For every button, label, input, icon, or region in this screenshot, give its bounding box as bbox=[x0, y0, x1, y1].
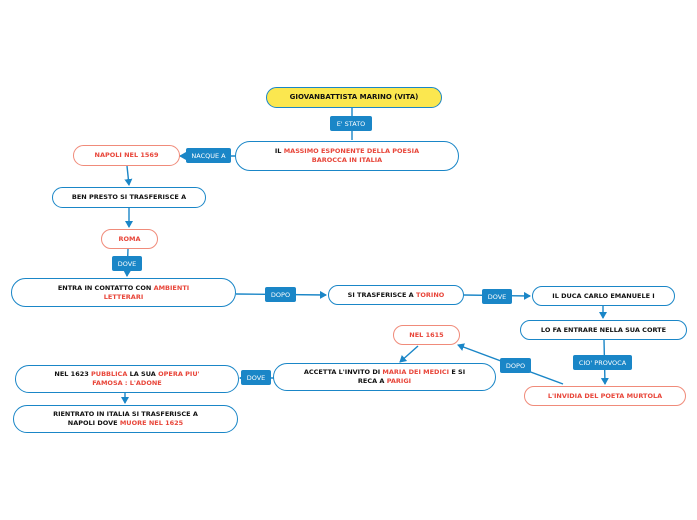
node-duca-label: IL DUCA CARLO EMANUELE I bbox=[552, 291, 655, 300]
node-trasferisce-a[interactable]: BEN PRESTO SI TRASFERISCE A bbox=[52, 187, 206, 208]
root-node-label: GIOVANBATTISTA MARINO (VITA) bbox=[289, 93, 419, 101]
connector-dove-parigi: DOVE bbox=[241, 370, 271, 385]
node-napoli-label: NAPOLI NEL 1569 bbox=[94, 151, 159, 159]
node-adone-label: NEL 1623 PUBBLICA LA SUA OPERA PIU'FAMOS… bbox=[54, 370, 200, 387]
node-invidia[interactable]: L'INVIDIA DEL POETA MURTOLA bbox=[524, 386, 686, 406]
node-medici-label: ACCETTA L'INVITO DI MARIA DEI MEDICI E S… bbox=[303, 368, 466, 385]
root-node[interactable]: GIOVANBATTISTA MARINO (VITA) bbox=[266, 87, 442, 108]
node-adone[interactable]: NEL 1623 PUBBLICA LA SUA OPERA PIU'FAMOS… bbox=[15, 365, 239, 393]
node-1615-label: NEL 1615 bbox=[409, 330, 444, 339]
edge-napoli-trasferisce bbox=[124, 165, 133, 186]
connector-dopo-1: DOPO bbox=[265, 287, 296, 302]
edge-1615-medici bbox=[399, 345, 419, 363]
connector-dove-torino: DOVE bbox=[482, 289, 512, 304]
node-roma[interactable]: ROMA bbox=[101, 229, 158, 249]
node-corte-label: LO FA ENTRARE NELLA SUA CORTE bbox=[540, 325, 667, 334]
node-maria-medici[interactable]: ACCETTA L'INVITO DI MARIA DEI MEDICI E S… bbox=[273, 363, 496, 391]
connector-e-stato: E' STATO bbox=[330, 116, 372, 131]
connector-dove-roma: DOVE bbox=[112, 256, 142, 271]
node-trasferisce-label: BEN PRESTO SI TRASFERISCE A bbox=[71, 193, 187, 201]
node-duca[interactable]: IL DUCA CARLO EMANUELE I bbox=[532, 286, 675, 306]
connector-nacque-a: NACQUE A bbox=[186, 148, 231, 163]
connector-cio-provoca: CIO' PROVOCA bbox=[573, 355, 632, 370]
connector-dopo-2: DOPO bbox=[500, 358, 531, 373]
node-roma-label: ROMA bbox=[118, 234, 141, 243]
node-torino-label: SI TRASFERISCE A TORINO bbox=[347, 290, 445, 299]
node-corte[interactable]: LO FA ENTRARE NELLA SUA CORTE bbox=[520, 320, 687, 340]
node-invidia-label: L'INVIDIA DEL POETA MURTOLA bbox=[547, 391, 663, 400]
node-nel-1615[interactable]: NEL 1615 bbox=[393, 325, 460, 345]
node-torino[interactable]: SI TRASFERISCE A TORINO bbox=[328, 285, 464, 305]
node-napoli-1569[interactable]: NAPOLI NEL 1569 bbox=[73, 145, 180, 166]
